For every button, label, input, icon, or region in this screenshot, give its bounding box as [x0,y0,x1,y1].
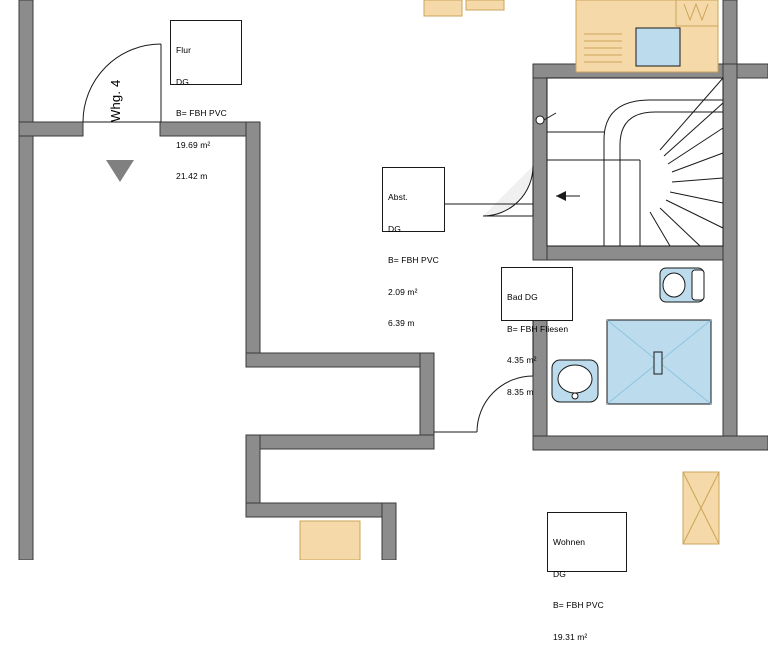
room-label-wohnen: Wohnen DG B= FBH PVC 19.31 m² [547,512,627,642]
room-label-wohnen-line-0: Wohnen [553,537,586,547]
room-label-flur-line-2: B= FBH PVC [176,108,227,118]
room-label-abst-line-0: Abst. [388,192,408,202]
floor-plan-drawing [18,0,768,560]
room-label-bad-line-2: 4.35 m² [507,355,537,365]
room-label-flur: Flur DG B= FBH PVC 19.69 m² 21.42 m [170,20,242,181]
room-label-flur-line-0: Flur [176,45,192,55]
room-label-wohnen-line-3: 19.31 m² [553,631,588,642]
room-label-bad-line-0: Bad DG [507,292,538,302]
room-label-abst: Abst. DG B= FBH PVC 2.09 m² 6.39 m [382,167,445,328]
wall-right-stub [722,0,738,65]
furniture-kitchen-top [575,0,719,73]
hatch-line [543,112,557,121]
wall-right-outer [722,0,738,451]
room-label-abst-line-3: 2.09 m² [388,286,418,297]
room-label-bad-line-1: B= FBH Fliesen [507,323,569,334]
wall-horiz-bath-bottom [532,435,768,451]
wall-vert-mid-right [419,352,435,436]
wall-vert-bottom [381,502,397,560]
door-swing-abst [482,165,534,217]
wall-left [18,0,34,560]
walls [18,0,768,560]
furniture-right-lower [682,471,720,545]
room-label-abst-line-1: DG [388,223,401,234]
entry-marker-triangle [106,160,134,182]
room-label-abst-line-4: 6.39 m [388,318,415,328]
fixture-wc [659,267,705,303]
furniture-top-small-a [423,0,463,17]
stair-treads [547,77,724,247]
room-label-flur-line-3: 19.69 m² [176,139,211,150]
door-swing-entry [82,43,162,123]
plan-thin-lines [82,0,724,560]
room-label-bad-line-3: 8.35 m [507,386,534,397]
wall-top-left-a [18,121,84,137]
hatch-circle-icon [535,115,545,125]
room-label-wohnen-line-1: DG [553,568,566,579]
wall-vert-mid-left [245,121,261,368]
room-label-flur-line-1: DG [176,76,189,87]
room-label-flur-line-4: 21.42 m [176,171,208,181]
room-label-bad: Bad DG B= FBH Fliesen 4.35 m² 8.35 m [501,267,573,397]
wall-vert-stair-left [532,63,548,261]
stair-enclosure [546,77,724,247]
fixture-shower [606,319,712,405]
wall-horiz-bottom [245,502,397,518]
furniture-top-small-b [465,0,505,11]
stair-direction-arrow [556,191,580,201]
furniture-bottom-left [299,520,361,560]
apartment-label: Whg. 4 [108,79,123,122]
room-label-abst-line-2: B= FBH PVC [388,255,439,265]
room-label-wohnen-line-2: B= FBH PVC [553,600,604,610]
wall-horiz-stair-bottom [546,245,724,261]
fixture-washbasin [551,359,599,403]
wall-vert-lower-left [245,434,261,504]
wall-horiz-lower [259,434,435,450]
wall-horiz-mid [245,352,435,368]
